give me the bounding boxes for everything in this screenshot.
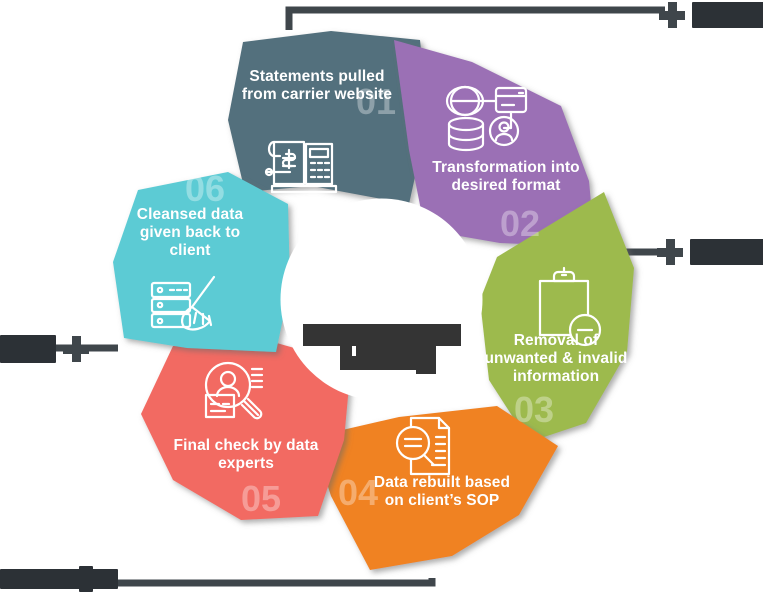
connector-bottom-left <box>75 578 436 587</box>
segment-02-shape[interactable] <box>394 40 595 247</box>
icon-transformation-network <box>445 85 528 152</box>
connector-top-right <box>285 6 665 30</box>
segment-06-shape[interactable] <box>113 172 290 352</box>
callout-top-right-text-redacted <box>692 2 763 28</box>
segment-05-shape[interactable] <box>141 340 351 520</box>
plus-marker-icon <box>657 239 683 265</box>
callout-bottom-left-text-redacted <box>0 569 118 589</box>
icon-statements-invoice <box>264 140 338 194</box>
segment-03-shape[interactable] <box>480 192 634 442</box>
icon-data-rebuilt-document <box>395 416 451 476</box>
callout-bottom-left[interactable] <box>0 566 118 592</box>
center-caption-redacted <box>302 324 461 374</box>
segment-01-shape[interactable] <box>228 31 428 204</box>
icon-cleansed-data-broom <box>150 275 216 331</box>
callout-right[interactable] <box>657 239 763 265</box>
icon-final-check-person <box>204 361 264 420</box>
callout-top-right[interactable] <box>659 2 763 28</box>
center-hub <box>281 199 482 400</box>
callout-bottom-left-mark <box>79 566 93 592</box>
segment-04-shape[interactable] <box>312 406 558 570</box>
icon-removal-clipboard <box>538 266 602 347</box>
plus-marker-icon <box>63 336 89 362</box>
callout-left-text-redacted <box>0 335 56 363</box>
callout-right-text-redacted <box>690 239 763 265</box>
callout-left[interactable] <box>0 335 89 363</box>
plus-marker-icon <box>659 2 685 28</box>
